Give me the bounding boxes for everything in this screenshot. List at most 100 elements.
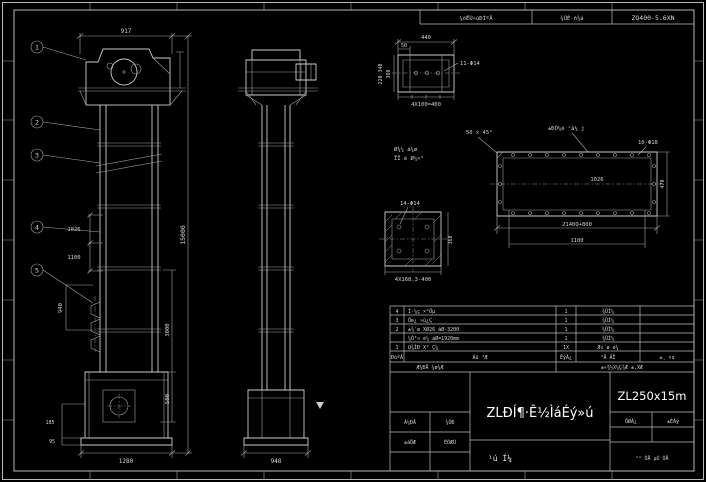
tb-small-1: Ã¼ÐÅ [404, 419, 416, 426]
sheet-count: ¹² ÕÅ µÚ ÕÅ [635, 455, 668, 462]
row-4-qty: 1 [564, 336, 567, 342]
dim-15000: 15000 [179, 225, 187, 245]
side-dimensions: 948 [240, 445, 312, 465]
top-header-strip: ¼õËÙ»úÐÍºÅ ¾ÛÈ·ñ¾á ZQ400-5.6XN [419, 10, 694, 25]
dim-360-channel: 360 [386, 69, 392, 78]
note-row-left: Æ¼ÐÅ ¼ø¾Æ [416, 364, 443, 371]
row-2-qty: 1 [564, 318, 567, 324]
row-4-name: ¼Ó³¤ é¼ áØ=1920mm [408, 335, 459, 342]
header-note: ±¸ ×¢ [659, 355, 674, 361]
strip-cell-2: ¾ÛÈ·ñ¾á [560, 14, 583, 22]
item-balloons: 1 2 3 4 5 [30, 40, 101, 304]
row-2-mat: ¾ÛÌ¼ [602, 317, 614, 324]
flange-bolt-holes [498, 153, 656, 215]
note-row-right: ±«¾½X¼Ç¾Æ ±,XÆ [601, 364, 643, 371]
row-5-no: 1 [395, 345, 398, 351]
row-2-name: Öв¿ »ú¿Ç [408, 317, 432, 324]
bottom-center-label: ¹ú Í¼ [488, 452, 512, 463]
row-3-name: ±¾´ø XØ26 áØ-3200 [408, 326, 459, 333]
dim-2140: 2140Q+800 [562, 222, 592, 228]
dim-plate-pitch: 4X168.3-400 [395, 277, 431, 283]
holes-11: 11-Φ14 [460, 61, 481, 67]
balloon-5 [30, 263, 44, 277]
dim-185: 185 [45, 420, 54, 426]
dim-1100: 1100 [67, 255, 80, 261]
header-qty: ÊýÁ¿ [560, 353, 572, 361]
balloon-3-label: 3 [35, 152, 39, 160]
side-view: 948 [238, 49, 324, 465]
header-no: ÐòºÅ [391, 354, 403, 361]
front-dimensions: 917 15000 1280 1026 1100 940 3000 500 18… [45, 28, 192, 465]
tb-small-4: ÈÕÆÚ [444, 438, 456, 446]
row-1-name: Í·¼ç ×°Öµ [408, 307, 435, 315]
front-casing [95, 105, 163, 372]
dim-50: 50 [401, 43, 407, 49]
dim-500: 500 [165, 394, 171, 404]
balloon-1-label: 1 [35, 44, 39, 52]
balloon-5-label: 5 [35, 267, 39, 275]
balloon-4 [30, 220, 44, 234]
side-head [238, 49, 318, 106]
balloon-2-label: 2 [35, 119, 39, 127]
front-buckets [90, 296, 101, 353]
dim-3000: 3000 [165, 323, 171, 336]
dim-95: 95 [49, 439, 55, 445]
dim-940: 940 [58, 303, 64, 313]
holes-10: 10-Φ18 [638, 140, 658, 146]
dim-948: 948 [271, 458, 282, 465]
header-name: Ãû ³Æ [472, 354, 487, 361]
note-b: ÏÎ é Ø¼×° [394, 155, 424, 162]
weight-label: ÖØÁ¿ [625, 418, 637, 425]
row-4-mat: ¾ÛÌ¼ [602, 335, 614, 342]
side-casing [258, 105, 294, 390]
main-title: ZLÐÍ¶·Ê½ÌáÉý»ú [487, 405, 594, 421]
row-1-qty: 1 [564, 309, 567, 315]
dim-1100-plate: 1100 [570, 238, 583, 244]
gearbox-model: ZQ400-5.6XN [631, 14, 674, 22]
dim-hole-pitch: 4X100=400 [411, 102, 441, 108]
dim-section: 220·340 [378, 63, 384, 84]
scale-label: ±ÈÀý [667, 417, 679, 425]
dim-440: 440 [421, 35, 431, 41]
head-pulley-circle [110, 58, 138, 86]
balloon-3 [30, 148, 44, 162]
detail-channel: 440 50 11-Φ14 360 220·340 4X100=400 [378, 35, 481, 108]
detail-square-plate: 14-Φ14 360 4X168.3-400 [379, 201, 454, 283]
balloon-2 [30, 115, 44, 129]
dim-1280: 1280 [119, 458, 134, 465]
note-a: Ø¾¼ á¼ø [394, 146, 418, 153]
dim-1026-plate: 1026 [590, 177, 603, 183]
row-3-qty: 1 [564, 327, 567, 333]
row-3-mat: ¾ÛÌ¼ [602, 326, 614, 333]
front-head [78, 48, 186, 106]
dim-470: 470 [660, 179, 666, 188]
detail-flange-plate: Ø¾¼ á¼ø ÏÎ é Ø¼×° 50 x 45° ±ÐÒ¼è ¹à¼ j 1… [394, 125, 670, 248]
row-5-mat: Æ¤´ø é¼ [597, 344, 618, 351]
tb-small-2: ¾ÛÐ [445, 419, 454, 426]
dim-360-plate: 360 [448, 235, 454, 244]
row-5-qty: 1X [563, 345, 569, 351]
parts-table: 4 Í·¼ç ×°Öµ 1 ¾ÛÌ¼ 3 Öв¿ »ú¿Ç 1 ¾ÛÌ¼ 2 ±… [389, 305, 694, 471]
holes-14: 14-Φ14 [400, 201, 421, 207]
idler-circle [106, 62, 114, 70]
row-1-no: 4 [395, 309, 398, 315]
front-view: 917 15000 1280 1026 1100 940 3000 500 18… [30, 28, 192, 465]
note-c: ±ÐÒ¼è ¹à¼ j [548, 125, 584, 132]
strip-cell-1: ¼õËÙ»úÐÍºÅ [459, 14, 493, 22]
row-1-mat: ¾ÛÌ¼ [602, 308, 614, 315]
tb-small-3: ±àÖÆ [404, 439, 416, 446]
row-5-name: Q¾ÍÐ X° Ç¼ [408, 343, 438, 351]
chamfer-note: 50 x 45° [466, 130, 493, 136]
balloon-4-label: 4 [35, 224, 39, 232]
dim-917: 917 [121, 28, 132, 35]
drive-shaft-circle [130, 63, 142, 75]
drawing-number: ZL250x15m [618, 389, 687, 403]
inspection-door [102, 389, 136, 423]
row-2-no: 3 [395, 318, 398, 324]
header-mat: ²Ä ÁÏ [600, 354, 615, 361]
row-3-no: 2 [395, 327, 398, 333]
